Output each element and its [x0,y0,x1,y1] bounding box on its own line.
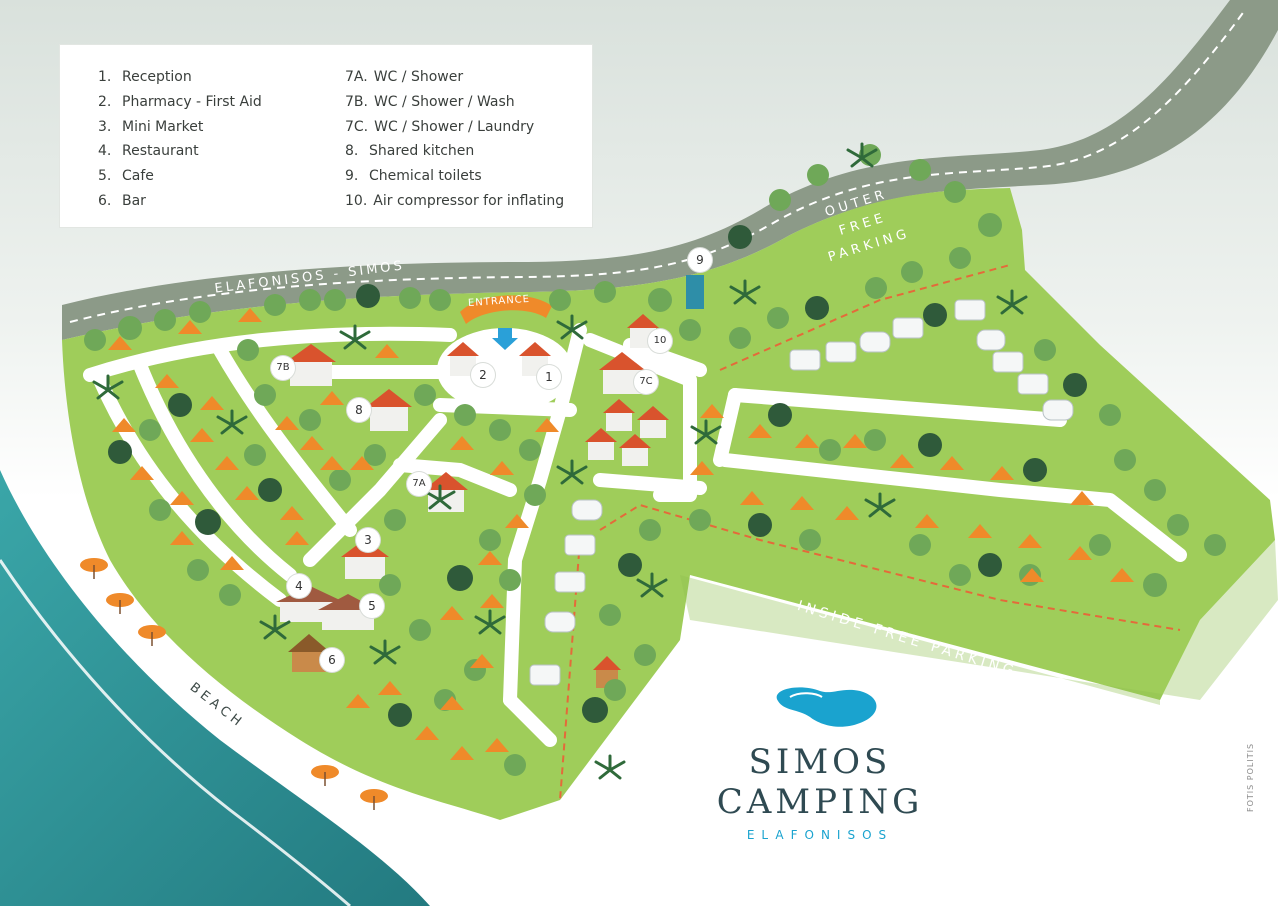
inside-parking-divider-vertical [559,539,581,801]
legend-item-restaurant: 4.Restaurant [98,143,199,160]
legend-item-reception: 1.Reception [98,69,192,85]
tent-icon [108,308,1134,760]
shore-wave-line [0,559,351,906]
legend-item-air-compressor: 10.Air compressor for inflating [345,192,565,209]
caravan-icon [529,299,1074,686]
campsite-grass [62,188,1275,820]
palm-icon [92,142,1028,780]
chemical-toilet-icon [686,275,704,309]
marker-air-compressor[interactable]: 10 [648,329,672,353]
legend-item-bar: 6.Bar [98,192,146,209]
house-icon [276,314,669,688]
legend-item-pharmacy: 2.Pharmacy - First Aid [98,93,262,110]
legend-item-wc-7b: 7B.WC / Shower / Wash [345,93,515,110]
legend-panel: 1.Reception 2.Pharmacy - First Aid 3.Min… [59,44,593,228]
marker-mini-market[interactable]: 3 [356,528,380,552]
main-road [62,0,1278,340]
brand-title: SIMOS CAMPING [716,742,924,822]
legend-item-wc-7c: 7C.WC / Shower / Laundry [345,118,535,135]
sea [0,470,430,906]
artist-credit: FOTIS POLITIS [1246,742,1255,812]
marker-reception[interactable]: 1 [537,365,561,389]
marker-cafe[interactable]: 5 [360,594,384,618]
marker-shared-kitchen[interactable]: 8 [347,398,371,422]
brand-block: SIMOS CAMPING ELAFONISOS [680,680,960,842]
marker-chemical-toilets[interactable]: 9 [688,248,712,272]
grass-shade [680,540,1278,705]
inside-parking-divider [599,503,1181,631]
umbrella-icon [80,558,388,810]
legend-item-shared-kitchen: 8.Shared kitchen [345,143,475,160]
marker-pharmacy[interactable]: 2 [471,363,495,387]
lake-logo-icon [776,687,877,727]
legend-item-mini-market: 3.Mini Market [98,118,204,135]
brand-subtitle: ELAFONISOS [746,828,894,842]
legend-column-left: 1.Reception 2.Pharmacy - First Aid 3.Min… [98,67,262,216]
outer-parking-divider [719,264,1011,371]
entrance-arch [460,295,552,324]
marker-restaurant[interactable]: 4 [287,574,311,598]
entrance-arrow-icon [492,328,518,350]
legend-column-right: 7A.WC / Shower 7B.WC / Shower / Wash 7C.… [345,67,564,216]
marker-wc-7a[interactable]: 7A [407,472,431,496]
marker-wc-7c[interactable]: 7C [634,370,658,394]
tree-icon [84,144,1226,776]
marker-bar[interactable]: 6 [320,648,344,672]
legend-item-cafe: 5.Cafe [98,168,154,185]
marker-wc-7b[interactable]: 7B [271,356,295,380]
legend-item-chemical-toilets: 9.Chemical toilets [345,168,482,185]
road-center-line [69,9,1246,323]
legend-item-wc-7a: 7A.WC / Shower [345,69,464,85]
